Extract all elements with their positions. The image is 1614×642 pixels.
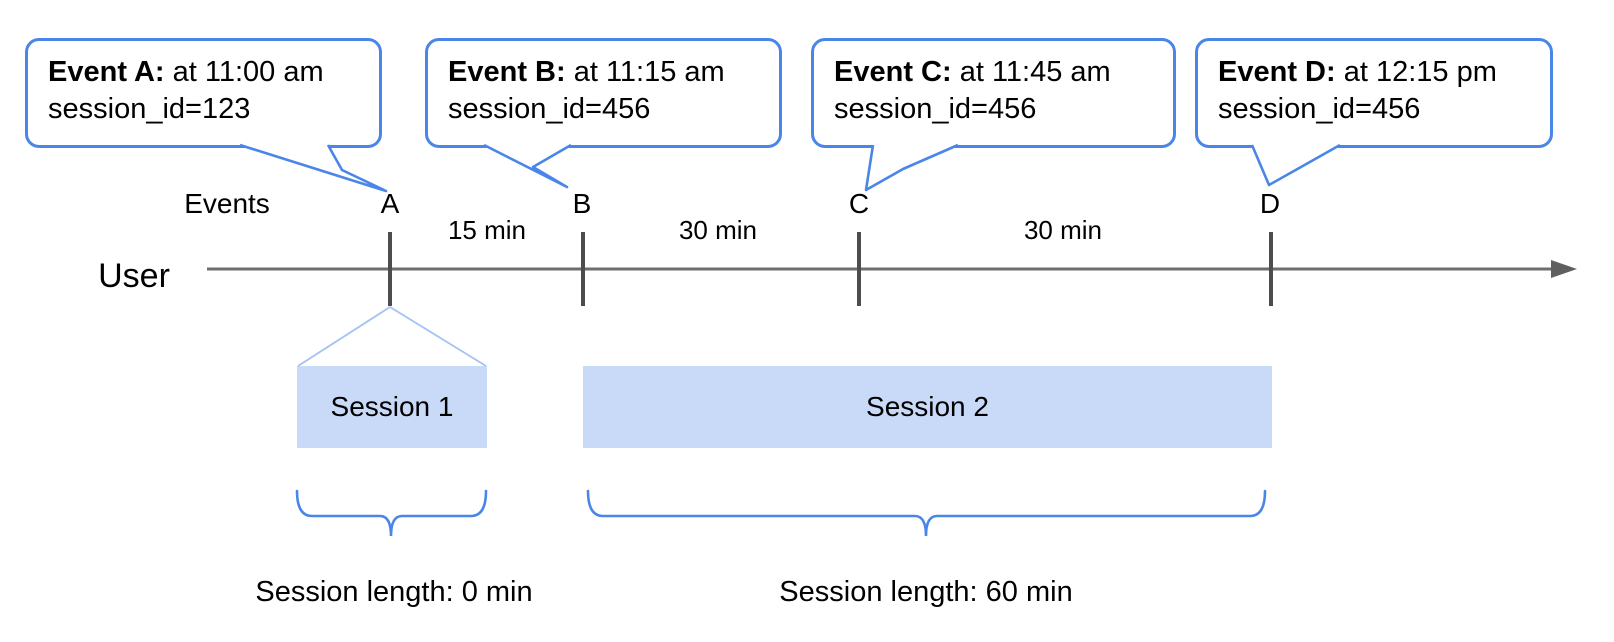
user-axis-label: User	[98, 257, 170, 295]
session-2-label: Session 2	[866, 391, 989, 422]
brace-session-1	[295, 489, 488, 537]
event-letter-d: D	[1259, 188, 1281, 219]
callout-event-d-title: Event D:	[1218, 56, 1336, 88]
brace-session-2	[586, 489, 1267, 537]
events-row-label: Events	[184, 188, 270, 219]
callout-event-a-line1: Event A: at 11:00 am	[48, 54, 361, 91]
callout-event-d-time: at 12:15 pm	[1335, 56, 1497, 88]
event-letter-c: C	[848, 188, 870, 219]
callout-event-c-line1: Event C: at 11:45 am	[834, 54, 1155, 91]
gap-label-c-d: 30 min	[1023, 215, 1103, 245]
timeline-arrowhead-icon	[1551, 260, 1577, 278]
callout-tail-c	[864, 143, 959, 192]
event-letter-a: A	[380, 188, 400, 219]
callout-event-d: Event D: at 12:15 pm session_id=456	[1195, 38, 1553, 148]
callout-event-c: Event C: at 11:45 am session_id=456	[811, 38, 1176, 148]
session-1-label: Session 1	[330, 391, 454, 422]
gap-label-a-b: 15 min	[447, 215, 527, 245]
callout-event-c-session: session_id=456	[834, 93, 1037, 125]
callout-event-a-time: at 11:00 am	[164, 56, 324, 88]
session-2-box: Session 2	[583, 366, 1272, 448]
callout-tail-d	[1250, 143, 1341, 187]
callout-event-c-title: Event C:	[834, 56, 952, 88]
funnel-line-right	[389, 306, 487, 367]
funnel-line-left	[297, 306, 391, 367]
session-2-length-label: Session length: 60 min	[779, 576, 1073, 608]
callout-event-d-session: session_id=456	[1218, 93, 1421, 125]
event-letter-b: B	[572, 188, 592, 219]
callout-event-a-session: session_id=123	[48, 93, 251, 125]
callout-tail-b	[483, 143, 572, 189]
gap-label-b-c: 30 min	[678, 215, 758, 245]
callout-event-b: Event B: at 11:15 am session_id=456	[425, 38, 782, 148]
session-1-length-label: Session length: 0 min	[255, 576, 533, 608]
callout-event-b-time: at 11:15 am	[565, 56, 725, 88]
callout-event-b-line1: Event B: at 11:15 am	[448, 54, 761, 91]
callout-event-b-session: session_id=456	[448, 93, 651, 125]
session-1-box: Session 1	[297, 366, 487, 448]
callout-event-d-line1: Event D: at 12:15 pm	[1218, 54, 1532, 91]
callout-event-b-title: Event B:	[448, 56, 566, 88]
callout-event-a-title: Event A:	[48, 56, 165, 88]
callout-tail-a	[239, 143, 388, 193]
callout-event-c-time: at 11:45 am	[951, 56, 1111, 88]
callout-event-a: Event A: at 11:00 am session_id=123	[25, 38, 382, 148]
